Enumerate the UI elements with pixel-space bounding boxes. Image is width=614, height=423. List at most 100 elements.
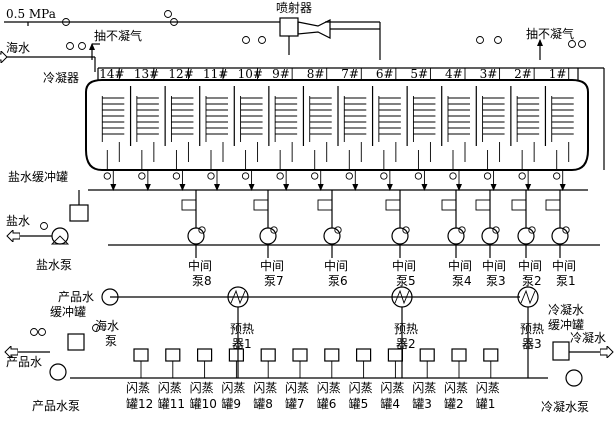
flash-tank-label2-11: 罐11 (158, 397, 185, 411)
stage-valve-5 (414, 172, 423, 180)
product-water-pump (49, 363, 67, 381)
stage-valve-6 (380, 172, 388, 180)
intermediate-pump-label2-6: 泵6 (328, 274, 348, 288)
flash-tank-label-12: 闪蒸 (126, 381, 150, 395)
flash-tank-10 (197, 348, 213, 378)
valves-layer (40, 10, 586, 332)
valve-5 (476, 36, 484, 44)
preheater-label-3: 预热 (520, 322, 544, 336)
flash-tank-12 (133, 348, 149, 378)
preheater-1 (227, 286, 249, 378)
seawater-inlet (6, 57, 96, 72)
stages-layer (101, 68, 574, 191)
flash-tanks-layer: 闪蒸罐12闪蒸罐11闪蒸罐10闪蒸罐9闪蒸罐8闪蒸罐7闪蒸罐6闪蒸罐5闪蒸罐4闪… (126, 348, 500, 411)
flash-tank-8 (260, 348, 276, 378)
flash-tank-label2-6: 罐6 (317, 397, 337, 411)
flash-tank-7 (292, 348, 308, 378)
intermediate-pump-5 (385, 190, 410, 258)
intermediate-pump-7 (253, 190, 278, 258)
pressure-label: 0.5 MPa (6, 7, 56, 21)
stage-valve-1 (553, 172, 561, 180)
valve-1 (66, 42, 74, 50)
intermediate-pump-label-7: 中间 (260, 258, 284, 273)
valve-4 (258, 36, 266, 44)
flash-tank-label-1: 闪蒸 (476, 381, 500, 395)
condensate-buffer-label-2: 缓冲罐 (548, 317, 584, 332)
seawater-pump (101, 288, 119, 306)
flash-tank-label-8: 闪蒸 (253, 381, 277, 395)
stage-8 (302, 68, 332, 191)
stage-label-8: 8# (307, 67, 325, 81)
stage-label-10: 10# (238, 67, 263, 81)
valve-11 (40, 222, 48, 230)
valve-10 (170, 18, 178, 26)
stage-labels-layer: 14#13#12#11#10#9#8#7#6#5#4#3#2#1# (99, 67, 566, 81)
product-buffer-label-2: 缓冲罐 (50, 304, 86, 319)
stage-label-3: 3# (480, 67, 498, 81)
intermediate-pump-label-2: 中间 (518, 258, 542, 273)
intermediate-pump-label-4: 中间 (448, 258, 472, 273)
preheater-label-2: 预热 (394, 322, 418, 336)
intermediate-pump-3 (475, 190, 500, 258)
flash-tank-2 (451, 348, 467, 378)
valve-9 (164, 10, 172, 18)
evaporator-vessel (85, 79, 589, 171)
valve-2 (78, 42, 86, 50)
stage-label-7: 7# (341, 67, 359, 81)
stage-13 (129, 68, 159, 191)
condensate-buffer-label-1: 冷凝水 (548, 302, 584, 317)
stage-label-6: 6# (376, 67, 394, 81)
flash-tank-label-9: 闪蒸 (221, 381, 245, 395)
stage-valve-12 (172, 172, 181, 180)
flash-tank-label-5: 闪蒸 (349, 381, 373, 395)
intermediate-pump-2 (511, 190, 536, 258)
product-water-tank (67, 333, 85, 351)
stage-label-11: 11# (203, 67, 228, 81)
intermediate-pump-label2-4: 泵4 (452, 274, 472, 288)
stage-2 (510, 68, 540, 191)
flash-tank-label2-12: 罐12 (126, 397, 153, 411)
preheater-3 (517, 286, 539, 378)
stage-valve-3 (483, 172, 492, 180)
intermediate-pump-label-1: 中间 (552, 258, 576, 273)
condensate-water-label: 冷凝水 (570, 330, 606, 345)
flash-tank-label2-10: 罐10 (190, 397, 217, 411)
flash-tank-9 (228, 348, 244, 378)
preheater-label-1: 预热 (230, 322, 254, 336)
flash-tank-label2-2: 罐2 (444, 397, 464, 411)
stage-valve-8 (311, 172, 319, 180)
valve-12 (92, 324, 100, 332)
flash-tank-label-6: 闪蒸 (317, 381, 341, 395)
stage-5 (406, 68, 436, 191)
stage-label-4: 4# (445, 67, 463, 81)
condenser-label: 冷凝器 (43, 70, 79, 85)
stage-14 (101, 68, 125, 191)
flash-tank-6 (324, 348, 340, 378)
stage-label-9: 9# (272, 67, 290, 81)
stage-label-2: 2# (514, 67, 532, 81)
product-pump-label: 产品水泵 (32, 399, 80, 413)
intermediate-pump-1 (545, 190, 570, 258)
intermediate-pump-label-6: 中间 (324, 258, 348, 273)
ejector-label: 喷射器 (276, 0, 312, 15)
stage-11 (199, 68, 228, 191)
flash-tank-label2-3: 罐3 (412, 397, 432, 411)
valve-6 (494, 36, 502, 44)
flash-tank-label-4: 闪蒸 (380, 381, 404, 395)
flash-tank-4 (387, 348, 403, 378)
intermediate-pump-label2-5: 泵5 (396, 274, 416, 288)
stage-label-12: 12# (168, 67, 193, 81)
flash-tank-label2-4: 罐4 (380, 397, 400, 411)
product-water-valves (30, 328, 46, 336)
intermediate-pump-label2-8: 泵8 (192, 274, 212, 288)
product-water-label: 产品水 (6, 355, 42, 369)
preheater-label2-2: 器2 (396, 337, 416, 351)
stage-valve-2 (518, 172, 526, 180)
flash-tank-label-3: 闪蒸 (412, 381, 436, 395)
stage-9 (268, 68, 298, 191)
intermediate-pump-8 (181, 190, 206, 258)
stage-4 (441, 68, 470, 191)
